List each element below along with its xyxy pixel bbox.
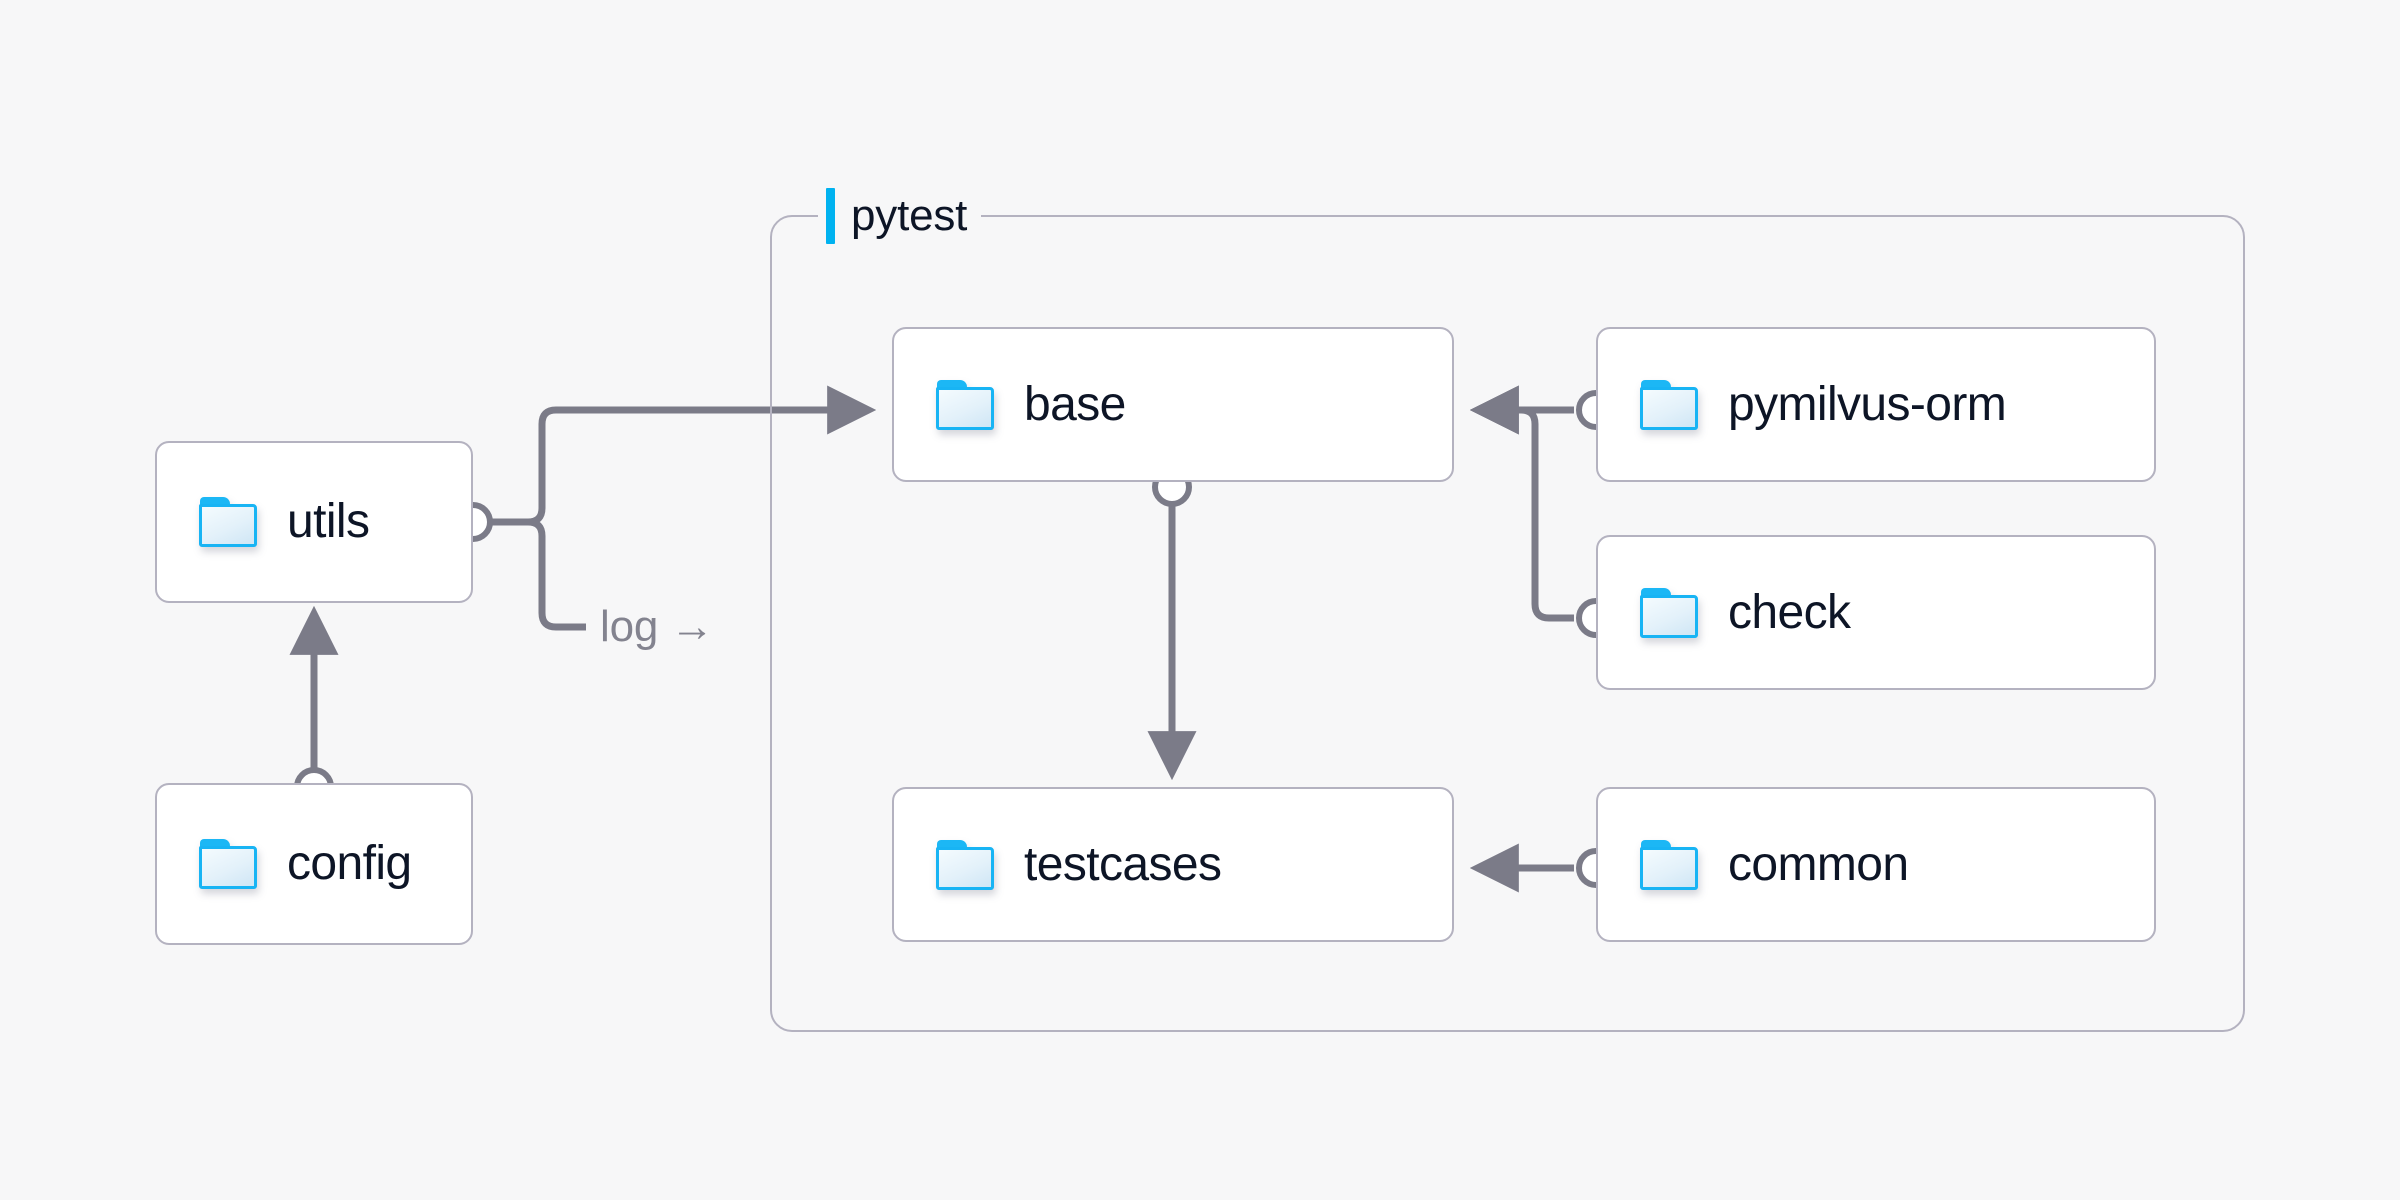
- node-pymilvus-orm[interactable]: pymilvus-orm: [1596, 327, 2156, 482]
- node-base[interactable]: base: [892, 327, 1454, 482]
- node-utils[interactable]: utils: [155, 441, 473, 603]
- node-testcases[interactable]: testcases: [892, 787, 1454, 942]
- edge-utils-to-log: [489, 518, 586, 631]
- folder-icon: [1640, 839, 1698, 890]
- node-label-testcases: testcases: [1024, 837, 1222, 891]
- folder-icon: [199, 839, 257, 889]
- folder-icon: [936, 379, 994, 430]
- node-label-config: config: [287, 837, 412, 890]
- node-config[interactable]: config: [155, 783, 473, 945]
- node-label-pymilvus-orm: pymilvus-orm: [1728, 377, 2007, 431]
- group-title: pytest: [851, 191, 968, 240]
- pytest-group-header: pytest: [818, 187, 982, 245]
- node-label-base: base: [1024, 377, 1126, 431]
- node-check[interactable]: check: [1596, 535, 2156, 690]
- node-label-common: common: [1728, 837, 1909, 891]
- edge-label-log: log →: [600, 602, 714, 651]
- group-accent-bar-icon: [826, 188, 835, 244]
- folder-icon: [1640, 587, 1698, 638]
- folder-icon: [936, 839, 994, 890]
- folder-icon: [1640, 379, 1698, 430]
- node-label-check: check: [1728, 585, 1851, 639]
- folder-icon: [199, 497, 257, 547]
- pytest-group-container[interactable]: [770, 215, 2245, 1032]
- node-common[interactable]: common: [1596, 787, 2156, 942]
- node-label-utils: utils: [287, 495, 370, 548]
